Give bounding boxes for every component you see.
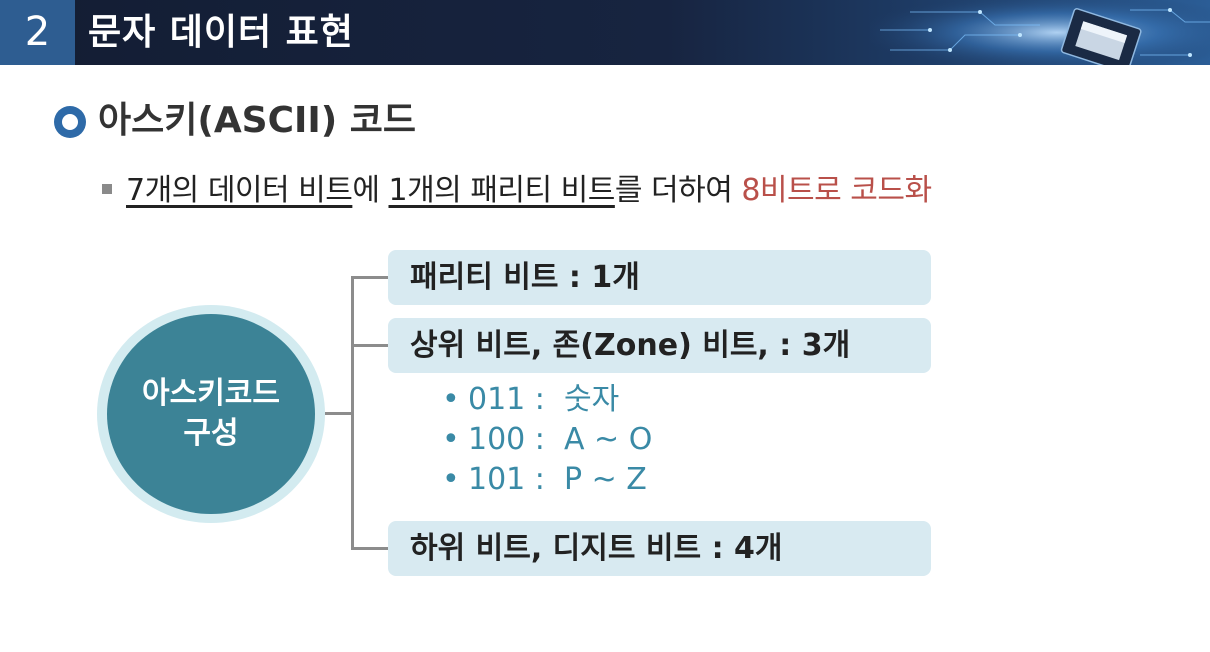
description-line: 7개의 데이터 비트에 1개의 패리티 비트를 더하여 8비트로 코드화 <box>126 170 932 212</box>
description-connector: 에 <box>352 173 389 208</box>
parity-bit-phrase: 1개의 패리티 비트 <box>388 173 616 208</box>
connector-stem <box>325 412 353 415</box>
section-number: 2 <box>0 0 75 65</box>
connector-trunk <box>351 276 354 550</box>
square-bullet-icon <box>102 184 112 194</box>
list-item: •101 : P ~ Z <box>442 460 652 500</box>
center-label-line2: 구성 <box>183 416 239 451</box>
zone-code-list: •011 : 숫자 •100 : A ~ O •101 : P ~ Z <box>442 380 652 500</box>
connector-branch-top <box>351 276 388 279</box>
title-bar: 2 문자 데이터 표현 <box>0 0 1210 65</box>
center-label-line1: 아스키코드 <box>142 376 280 411</box>
zone-code-text: 100 : A ~ O <box>468 422 653 457</box>
description-connector-2: 를 더하여 <box>614 173 742 208</box>
zone-code-text: 011 : 숫자 <box>468 382 620 417</box>
zone-code-text: 101 : P ~ Z <box>468 462 647 497</box>
parity-bit-box: 패리티 비트 : 1개 <box>388 250 931 305</box>
circle-bullet-icon <box>54 106 86 138</box>
list-item: •011 : 숫자 <box>442 380 652 420</box>
list-item: •100 : A ~ O <box>442 420 652 460</box>
data-bits-phrase: 7개의 데이터 비트 <box>126 173 353 208</box>
page-title: 문자 데이터 표현 <box>88 12 354 53</box>
connector-branch-middle <box>351 344 388 347</box>
dot-bullet-icon: • <box>442 382 460 417</box>
section-heading: 아스키(ASCII) 코드 <box>98 100 417 141</box>
circuit-chip-image <box>870 0 1210 65</box>
digit-bit-box: 하위 비트, 디지트 비트 : 4개 <box>388 521 931 576</box>
center-circle: 아스키코드 구성 <box>107 314 315 514</box>
zone-bit-box: 상위 비트, 존(Zone) 비트, : 3개 <box>388 318 931 373</box>
dot-bullet-icon: • <box>442 422 460 457</box>
dot-bullet-icon: • <box>442 462 460 497</box>
connector-branch-bottom <box>351 547 388 550</box>
eight-bit-highlight: 8비트로 코드화 <box>741 173 932 208</box>
